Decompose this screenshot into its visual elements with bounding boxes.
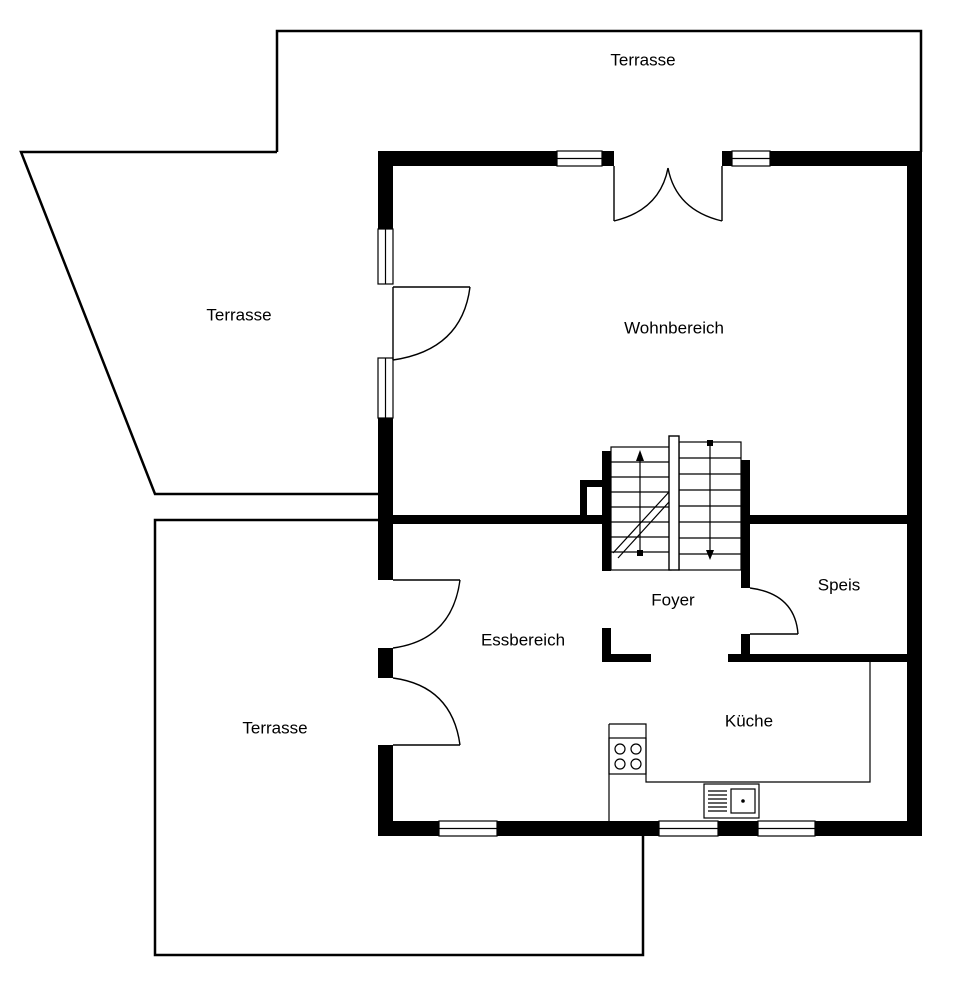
room-label-living: Wohnbereich xyxy=(624,318,724,337)
room-label-pantry: Speis xyxy=(818,575,861,594)
door-swing-icon xyxy=(392,166,799,746)
room-label-kitchen: Küche xyxy=(725,711,773,730)
exterior-walls xyxy=(378,151,922,836)
window-icon xyxy=(377,150,816,837)
stairs-icon xyxy=(610,435,742,571)
room-label-foyer: Foyer xyxy=(651,590,695,609)
room-label-terrace-left: Terrasse xyxy=(206,305,271,324)
room-label-terrace-bottom: Terrasse xyxy=(242,718,307,737)
kitchen-counter xyxy=(609,662,871,783)
terrace-top-outline xyxy=(275,29,923,152)
terrace-left-outline xyxy=(19,150,380,496)
room-label-dining: Essbereich xyxy=(481,630,565,649)
sink-icon xyxy=(703,783,760,819)
interior-walls xyxy=(393,451,907,662)
room-label-terrace-top: Terrasse xyxy=(610,50,675,69)
terrace-bottom-outline xyxy=(153,518,645,957)
stove-icon xyxy=(608,737,647,775)
